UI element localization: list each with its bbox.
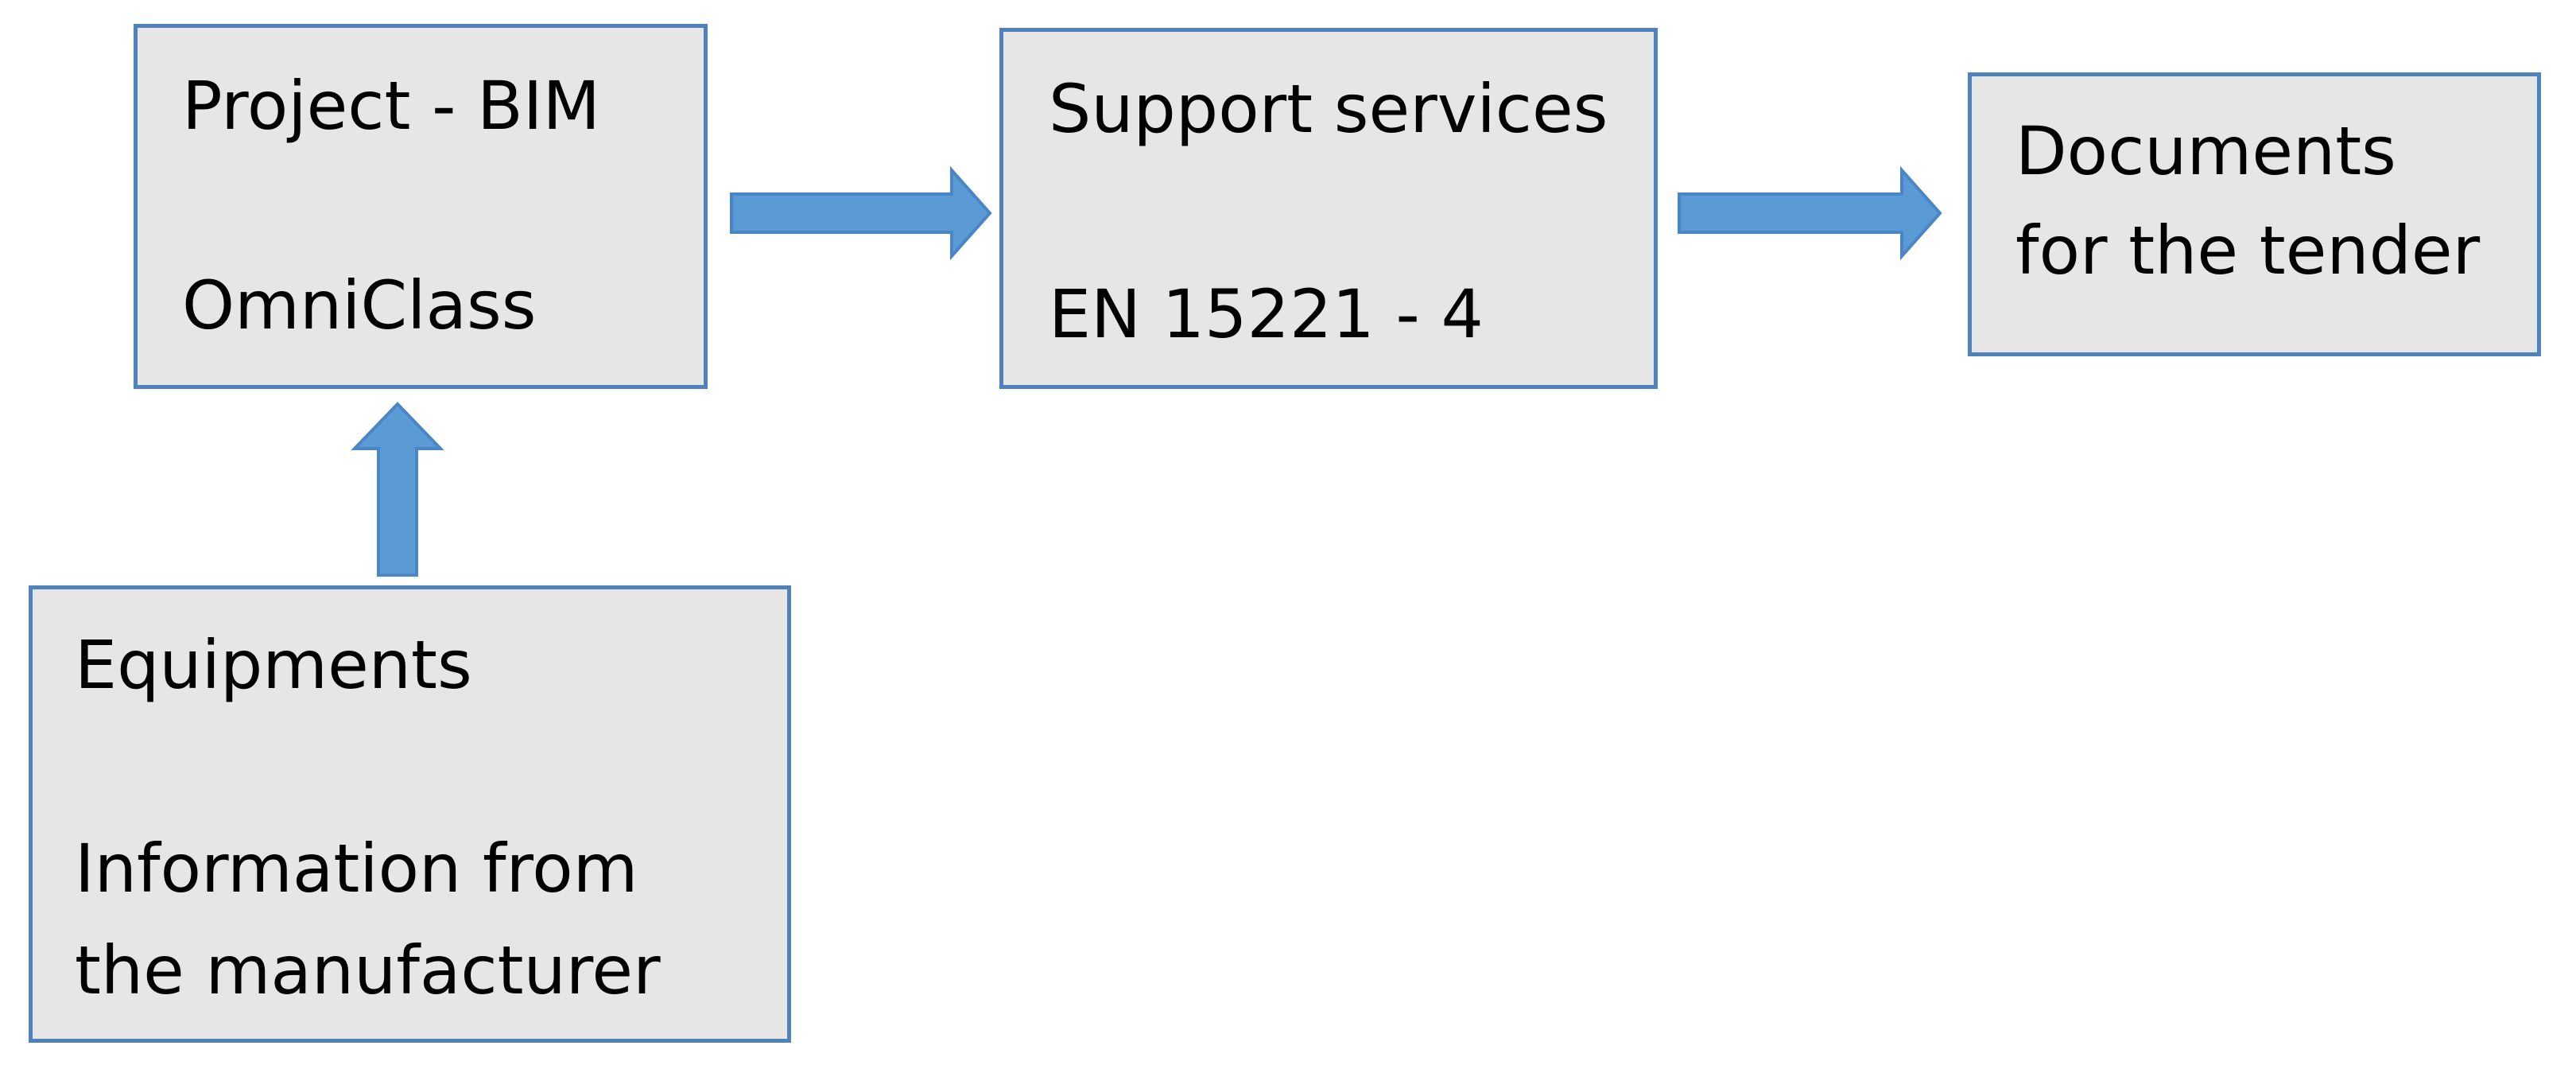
documents-tender-box: Documents for the tender (1968, 72, 2541, 356)
omniclass-label: OmniClass (182, 266, 537, 344)
arrow-up-equipments-to-project (351, 402, 444, 577)
arrow-right-project-to-support (730, 165, 992, 261)
equipments-title: Equipments (75, 626, 472, 704)
project-bim-title: Project - BIM (182, 67, 600, 145)
documents-label: Documents (2015, 112, 2396, 190)
information-from-label: Information from (75, 830, 638, 908)
the-manufacturer-label: the manufacturer (75, 931, 661, 1009)
en-15221-label: EN 15221 - 4 (1049, 275, 1484, 353)
support-services-title: Support services (1049, 70, 1608, 148)
support-services-box: Support services EN 15221 - 4 (999, 28, 1658, 389)
arrow-right-support-to-documents (1678, 165, 1942, 261)
equipments-box: Equipments Information from the manufact… (29, 585, 791, 1043)
project-bim-box: Project - BIM OmniClass (134, 24, 708, 389)
for-the-tender-label: for the tender (2015, 212, 2481, 290)
